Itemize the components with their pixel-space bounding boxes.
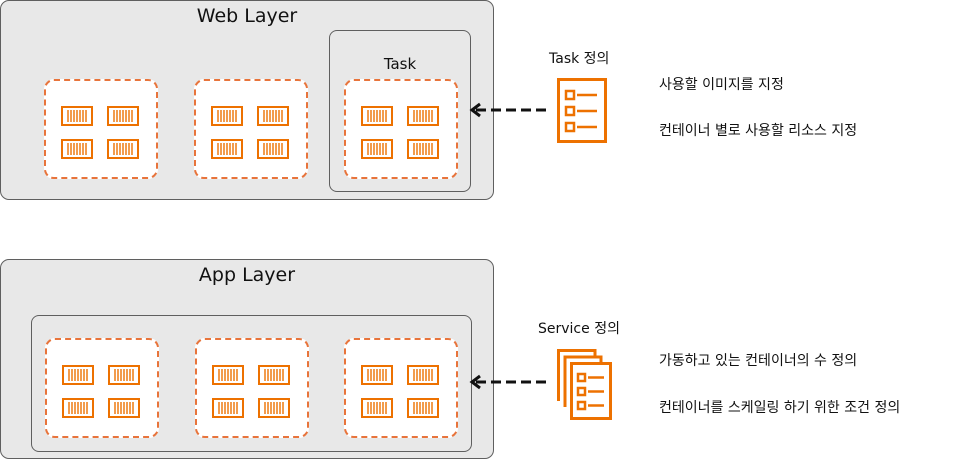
task-description: 컨테이너 별로 사용할 리소스 지정 xyxy=(659,123,858,139)
container-icon xyxy=(61,106,93,126)
web-layer-title: Web Layer xyxy=(196,5,298,27)
task-box: Task xyxy=(329,30,471,192)
container-group xyxy=(344,79,458,179)
container-icon xyxy=(361,139,393,159)
container-icon xyxy=(407,106,439,126)
task-box-title: Task xyxy=(383,55,417,73)
container-icon xyxy=(407,365,439,385)
container-icon xyxy=(361,106,393,126)
container-icon xyxy=(61,139,93,159)
container-icon xyxy=(108,398,140,418)
task-description: 사용할 이미지를 지정 xyxy=(659,77,784,93)
container-group xyxy=(195,338,309,438)
web-layer: Web Layer Task xyxy=(0,0,494,200)
container-icon xyxy=(361,365,393,385)
container-icon xyxy=(257,139,289,159)
task-definition-label: Task 정의 xyxy=(549,51,610,67)
container-icon xyxy=(258,398,290,418)
container-icon xyxy=(361,398,393,418)
service-description: 가동하고 있는 컨테이너의 수 정의 xyxy=(659,353,858,369)
dashed-arrow-icon xyxy=(469,374,548,390)
app-layer-title: App Layer xyxy=(198,264,296,286)
container-icon xyxy=(211,139,243,159)
container-group xyxy=(44,79,158,179)
stacked-checklist-documents-icon xyxy=(557,349,612,420)
service-definition-label: Service 정의 xyxy=(538,321,620,337)
container-group xyxy=(344,338,458,438)
container-icon xyxy=(258,365,290,385)
dashed-arrow-icon xyxy=(469,102,548,118)
container-group xyxy=(45,338,159,438)
service-description: 컨테이너를 스케일링 하기 위한 조건 정의 xyxy=(659,400,901,416)
service-box xyxy=(31,315,472,452)
checklist-document-icon xyxy=(557,78,607,143)
container-icon xyxy=(107,106,139,126)
app-layer: App Layer xyxy=(0,259,494,459)
container-icon xyxy=(107,139,139,159)
container-icon xyxy=(212,398,244,418)
container-icon xyxy=(211,106,243,126)
container-icon xyxy=(407,398,439,418)
container-icon xyxy=(108,365,140,385)
container-icon xyxy=(62,365,94,385)
container-icon xyxy=(407,139,439,159)
container-group xyxy=(194,79,308,179)
container-icon xyxy=(212,365,244,385)
container-icon xyxy=(62,398,94,418)
container-icon xyxy=(257,106,289,126)
